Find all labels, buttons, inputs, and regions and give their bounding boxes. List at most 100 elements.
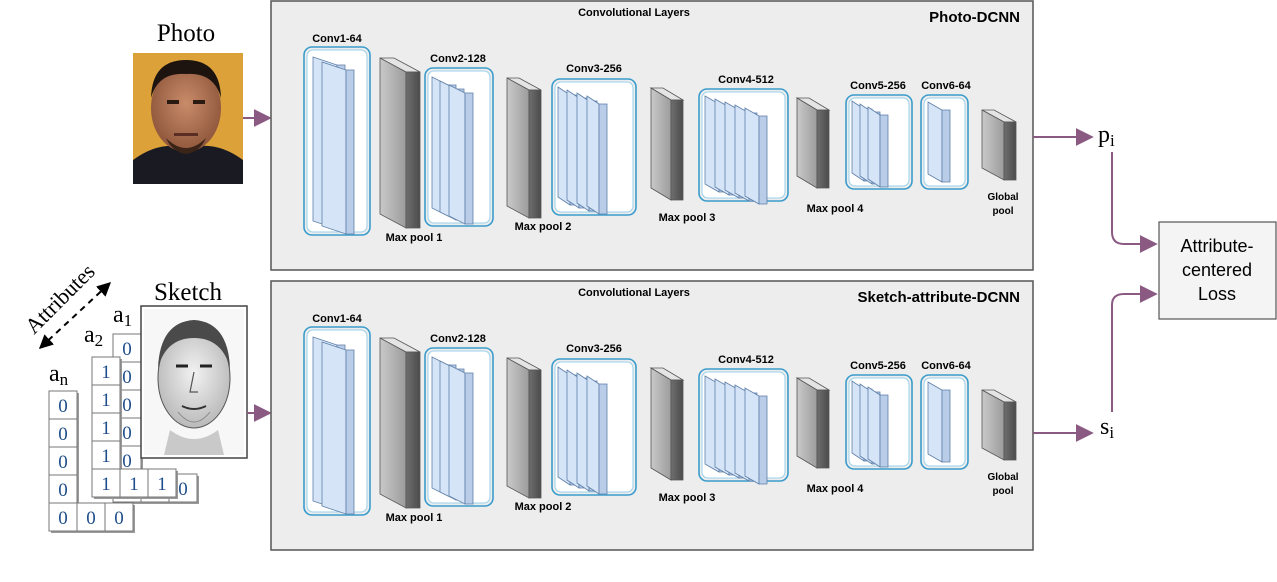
attribute-value: 0: [122, 339, 132, 360]
conv-label: Conv2-128: [430, 53, 486, 65]
pool-side-face: [1003, 121, 1017, 181]
attributes-arrow: [38, 282, 112, 349]
global-pool-label-line-2: pool: [992, 486, 1013, 497]
conv-label: Conv6-64: [921, 80, 971, 92]
feature-map-side: [598, 103, 608, 215]
conv-label: Conv5-256: [850, 360, 906, 372]
pool-front-face: [650, 87, 672, 201]
conv-layer-5: Conv5-256: [845, 80, 913, 190]
conv-block-outline: [303, 326, 371, 516]
conv-label: Conv2-128: [430, 333, 486, 345]
loss-line-1: Attribute-: [1180, 236, 1253, 256]
attribute-cell: [91, 468, 121, 498]
pool-side-face: [1003, 401, 1017, 461]
attribute-value: 0: [122, 423, 132, 444]
attribute-value: 1: [101, 362, 111, 383]
feature-map: [744, 107, 760, 205]
attribute-value: 0: [178, 479, 188, 500]
feature-map-side: [941, 109, 951, 183]
photo-dcnn-panel: Convolutional Layers Photo-DCNN Conv1-64…: [270, 0, 1034, 271]
feature-map: [867, 106, 881, 188]
loss-line-2: centered: [1182, 260, 1252, 280]
conv-layer-1: Conv1-64: [303, 33, 371, 236]
feature-map: [448, 84, 466, 225]
attribute-value: 1: [129, 474, 139, 495]
attribute-a1-label: a1: [113, 302, 132, 330]
pool-side-face: [670, 379, 684, 481]
global-pool-label-line-1: Global: [987, 192, 1018, 203]
pool-front-face: [796, 377, 818, 469]
conv-layer-4: Conv4-512: [698, 354, 789, 485]
attribute-cell: [104, 502, 134, 532]
conv-label: Conv3-256: [566, 63, 622, 75]
max-pool-label: Max pool 2: [515, 501, 572, 513]
pool-side-face: [528, 369, 542, 499]
feature-map-side: [464, 92, 474, 225]
max-pool-label: Max pool 1: [386, 512, 443, 524]
pool-front-face: [379, 57, 407, 229]
pool-side-face: [670, 99, 684, 201]
pool-front-face: [506, 357, 530, 499]
p-to-loss-connector: [1111, 152, 1158, 253]
sketch-dcnn-panel: Convolutional Layers Sketch-attribute-DC…: [270, 280, 1034, 551]
feature-map-side: [758, 115, 768, 205]
feature-map: [321, 341, 347, 515]
attribute-value: 0: [122, 395, 132, 416]
conv-label: Conv6-64: [921, 360, 971, 372]
photo-label: Photo: [157, 20, 215, 47]
pool-side-face: [405, 351, 421, 509]
attribute-value: 0: [86, 508, 96, 529]
attribute-value: 0: [58, 452, 68, 473]
global-pool-layer: Global pool: [981, 389, 1019, 497]
attribute-cell: [48, 474, 78, 504]
attribute-value: 0: [58, 508, 68, 529]
feature-map-side: [598, 383, 608, 495]
max-pool-label: Max pool 4: [807, 203, 865, 215]
pool-side-face: [816, 109, 830, 189]
feature-map: [744, 387, 760, 485]
attribute-cell: [119, 468, 149, 498]
feature-map-side: [879, 394, 889, 468]
feature-map-side: [941, 389, 951, 463]
pool-side-face: [528, 89, 542, 219]
pool-front-face: [981, 389, 1005, 461]
photo-panel-subtitle: Convolutional Layers: [578, 7, 690, 19]
max-pool-label: Max pool 2: [515, 221, 572, 233]
pool-front-face: [650, 367, 672, 481]
attribute-value: 0: [58, 480, 68, 501]
attribute-cell: [147, 468, 177, 498]
conv-layer-3: Conv3-256: [551, 343, 637, 496]
conv-block-outline: [845, 374, 913, 470]
conv-label: Conv3-256: [566, 343, 622, 355]
pool-front-face: [981, 109, 1005, 181]
conv-label: Conv4-512: [718, 354, 774, 366]
max-pool-label: Max pool 3: [659, 212, 716, 224]
conv-layer-2: Conv2-128: [424, 53, 494, 227]
feature-map: [586, 375, 600, 495]
sketch-panel-title: Sketch-attribute-DCNN: [857, 289, 1020, 306]
conv-layer-6: Conv6-64: [920, 80, 972, 190]
conv-block-outline: [698, 368, 789, 482]
max-pool-layer-2: Max pool 2: [506, 77, 572, 233]
conv-label: Conv4-512: [718, 74, 774, 86]
feature-map: [927, 101, 943, 183]
loss-box: Attribute- centered Loss: [1158, 221, 1277, 320]
attribute-value: 1: [101, 446, 111, 467]
photo-panel-title: Photo-DCNN: [929, 9, 1020, 26]
conv-label: Conv1-64: [312, 33, 362, 45]
pool-front-face: [379, 337, 407, 509]
conv-layer-4: Conv4-512: [698, 74, 789, 205]
attribute-value: 0: [58, 424, 68, 445]
conv-block-outline: [845, 94, 913, 190]
conv-layer-6: Conv6-64: [920, 360, 972, 470]
attribute-cell: [48, 446, 78, 476]
max-pool-layer-4: Max pool 4: [795, 377, 864, 495]
global-pool-label-line-1: Global: [987, 472, 1018, 483]
attribute-an-label: an: [49, 361, 69, 389]
conv-block-outline: [551, 358, 637, 496]
attribute-a2-label: a2: [84, 322, 103, 350]
attribute-value: 0: [122, 451, 132, 472]
